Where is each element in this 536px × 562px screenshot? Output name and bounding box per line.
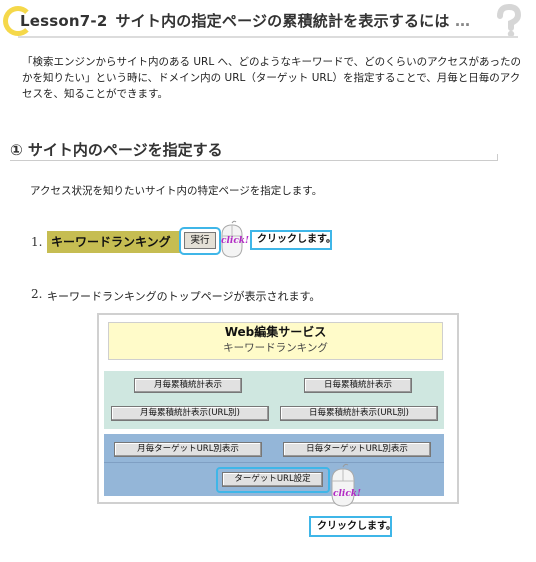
lesson-title-text: サイト内の指定ページの累積統計を表示するには bbox=[115, 12, 450, 30]
monthly-stats-button[interactable]: 月毎累積統計表示 bbox=[134, 378, 242, 393]
section-title: ① サイト内のページを指定する bbox=[10, 141, 223, 159]
lesson-title: Lesson7-2 サイト内の指定ページの累積統計を表示するには … bbox=[20, 10, 470, 31]
mouse-icon bbox=[221, 220, 243, 258]
mouse-icon bbox=[331, 463, 355, 507]
lesson-c-icon bbox=[3, 6, 33, 36]
step-2-text: キーワードランキングのトップページが表示されます。 bbox=[47, 290, 321, 303]
step-1-number: 1. bbox=[31, 235, 43, 249]
click-callout: クリックします。 bbox=[250, 230, 336, 250]
daily-stats-url-button[interactable]: 日毎累積統計表示(URL別) bbox=[280, 406, 438, 421]
section-divider bbox=[10, 160, 498, 161]
daily-target-url-button[interactable]: 日毎ターゲットURL別表示 bbox=[283, 442, 431, 457]
click-label: click! bbox=[333, 489, 361, 499]
click-callout: クリックします。 bbox=[309, 516, 396, 537]
target-panel-divider bbox=[104, 462, 444, 463]
exec-button[interactable]: 実行 bbox=[184, 232, 216, 249]
app-title: Web編集サービス bbox=[224, 325, 327, 339]
section-description: アクセス状況を知りたいサイト内の特定ページを指定します。 bbox=[30, 185, 323, 197]
target-url-setting-button[interactable]: ターゲットURL設定 bbox=[222, 472, 323, 487]
exec-highlight-frame bbox=[179, 227, 221, 255]
header-divider bbox=[18, 36, 518, 38]
app-subtitle: キーワードランキング bbox=[223, 342, 328, 354]
step-2-number: 2. bbox=[31, 287, 43, 301]
lesson-number: Lesson7-2 bbox=[20, 12, 108, 30]
section-divider-end bbox=[497, 154, 498, 161]
click-label: click! bbox=[221, 236, 249, 246]
app-title-box bbox=[108, 322, 443, 360]
keyword-ranking-banner: キーワードランキング bbox=[47, 231, 181, 253]
daily-stats-button[interactable]: 日毎累積統計表示 bbox=[304, 378, 412, 393]
target-highlight-frame bbox=[216, 467, 330, 493]
question-mark-icon bbox=[497, 4, 522, 38]
intro-text: 「検索エンジンからサイト内のある URL へ、どのようなキーワードで、どのくらい… bbox=[22, 56, 522, 100]
monthly-target-url-button[interactable]: 月毎ターゲットURL別表示 bbox=[114, 442, 262, 457]
monthly-stats-url-button[interactable]: 月毎累積統計表示(URL別) bbox=[111, 406, 269, 421]
title-ellipsis: … bbox=[455, 12, 471, 30]
